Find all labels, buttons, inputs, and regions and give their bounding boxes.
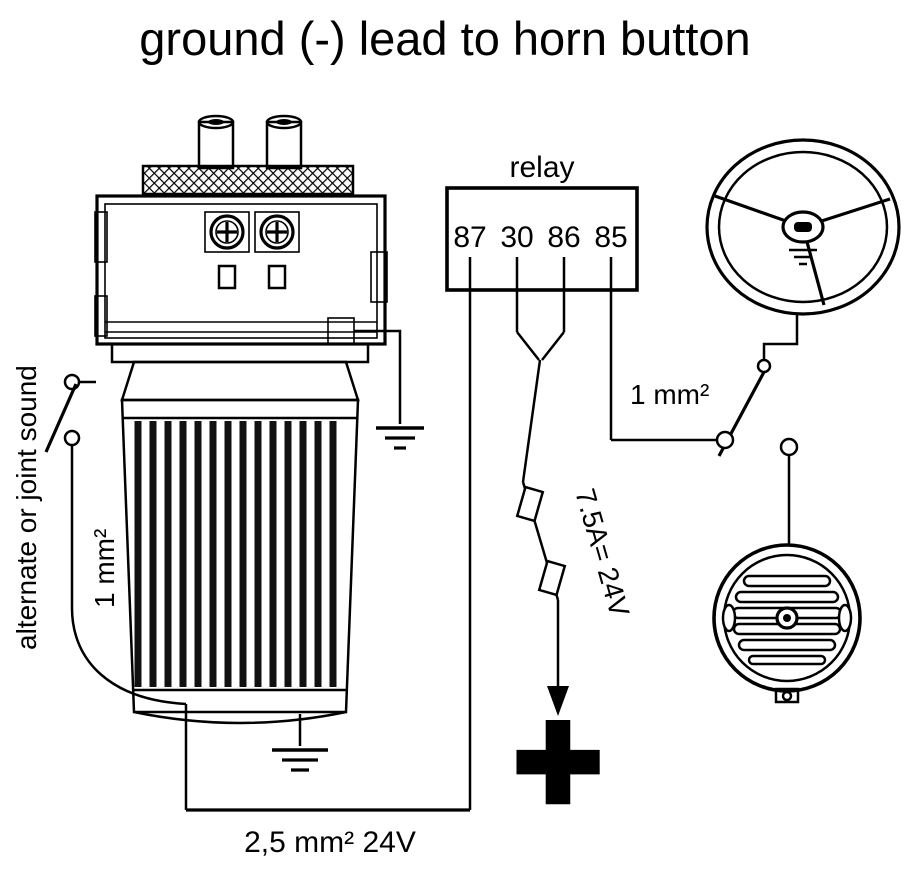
compressor-neck <box>120 360 360 402</box>
horn-grille <box>731 574 843 666</box>
fuse <box>515 481 567 601</box>
compressor-hatched-band <box>141 164 355 196</box>
relay-label: relay <box>509 151 574 184</box>
arrowhead-icon <box>547 686 569 716</box>
ground-symbol-bottom <box>272 748 328 772</box>
page-title: ground (-) lead to horn button <box>139 12 750 65</box>
relay-terminal-86: 86 <box>547 221 580 254</box>
screw-terminal-left-icon <box>204 211 250 290</box>
mode-switch <box>44 373 96 453</box>
horn-mount-hole-right <box>837 603 853 633</box>
label-wire-button-gauge: 1 mm² <box>630 379 709 410</box>
battery-plus-symbol: + <box>514 676 602 844</box>
wires <box>70 257 799 812</box>
switch-lever <box>44 383 78 453</box>
relay-terminal-87: 87 <box>453 221 486 254</box>
label-fuse-rating: 7.5A= 24V <box>569 485 635 620</box>
fuse-cap-bottom <box>537 559 567 597</box>
horn-button-switch <box>715 358 799 457</box>
battery-feed-arrow <box>547 600 569 716</box>
switch-contact-right <box>779 437 799 457</box>
compressor-top-terminal-right-icon <box>265 114 303 170</box>
compressor-flange <box>110 342 370 364</box>
switch-contact-lower <box>63 429 81 447</box>
cone-ribs <box>134 421 337 687</box>
compressor-top-terminal-left-icon <box>197 114 235 170</box>
compressor-unit <box>94 114 388 725</box>
fuse-cap-top <box>515 485 545 523</box>
ground-symbol-mid <box>376 426 424 450</box>
label-switch-mode: alternate or joint sound <box>11 365 42 650</box>
switch-contact-left <box>715 430 735 450</box>
compressor-body <box>94 194 388 346</box>
relay-terminal-30: 30 <box>500 221 533 254</box>
relay-terminal-85: 85 <box>594 221 627 254</box>
switch-pivot <box>756 358 772 374</box>
screw-terminal-right-icon <box>254 211 300 290</box>
label-supply-gauge: 2,5 mm² 24V <box>244 826 416 859</box>
switch-contact-upper <box>63 373 81 391</box>
horn-button-pad <box>794 222 812 232</box>
compressor-ribbed-cone <box>120 398 360 725</box>
label-wire-left-gauge: 1 mm² <box>89 529 120 608</box>
horn-speaker <box>712 543 862 704</box>
ground-symbol-wheel <box>789 248 817 266</box>
steering-wheel <box>705 138 901 316</box>
horn-bracket <box>774 687 800 704</box>
horn-mount-hole-left <box>721 603 737 633</box>
relay-box: relay 87 30 86 85 <box>445 151 639 292</box>
